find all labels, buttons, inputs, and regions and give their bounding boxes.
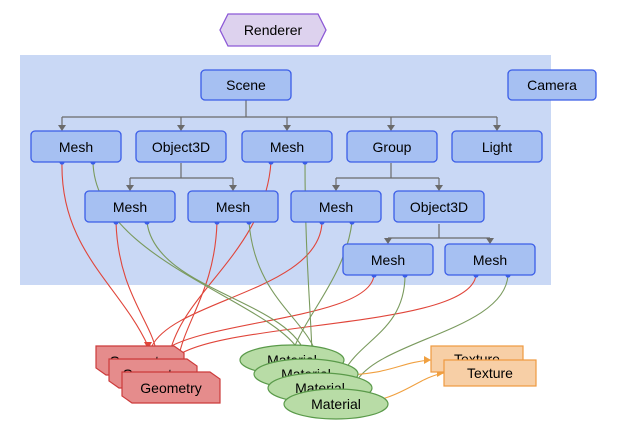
mesh-label: Mesh: [270, 139, 304, 155]
arrowhead: [126, 185, 134, 191]
mesh-label: Mesh: [216, 199, 250, 215]
arrowhead: [435, 185, 443, 191]
link-mesh-d-geometry: [177, 221, 218, 361]
arrowhead: [332, 185, 340, 191]
link-mesh-f-material: [343, 274, 406, 373]
link-mesh-e-geometry: [151, 221, 323, 347]
arrowhead: [58, 125, 66, 131]
texture-stack: Texture Texture: [430, 345, 537, 387]
mesh-label: Mesh: [113, 199, 147, 215]
scene-label: Scene: [226, 77, 266, 93]
object3d-node[interactable]: Object3D: [135, 130, 227, 163]
mesh-label: Mesh: [59, 139, 93, 155]
group-label: Group: [373, 139, 412, 155]
link-mesh-c-geometry: [115, 221, 157, 351]
arrowhead: [177, 125, 185, 131]
texture-label: Texture: [467, 365, 513, 381]
material-label: Material: [311, 396, 361, 412]
object3d-node[interactable]: Object3D: [393, 190, 485, 223]
mesh-node[interactable]: Mesh: [290, 190, 382, 223]
geometry-node[interactable]: Geometry: [121, 371, 221, 404]
mesh-label: Mesh: [473, 252, 507, 268]
tree-arrowheads: [58, 125, 501, 244]
camera-node[interactable]: Camera: [507, 69, 597, 101]
link-mesh-a-geometry: [61, 161, 149, 347]
link-mesh-g-material: [355, 274, 509, 383]
arrowhead: [384, 238, 392, 244]
arrowhead: [283, 125, 291, 131]
mesh-label: Mesh: [319, 199, 353, 215]
link-mesh-f-geometry: [161, 274, 375, 353]
group-node[interactable]: Group: [346, 130, 438, 163]
mesh-node[interactable]: Mesh: [241, 130, 333, 163]
camera-label: Camera: [527, 77, 577, 93]
texture-node[interactable]: Texture: [443, 359, 537, 387]
tree-connectors: [61, 100, 498, 243]
mesh-label: Mesh: [371, 252, 405, 268]
mesh-node[interactable]: Mesh: [444, 243, 536, 276]
renderer-label: Renderer: [244, 22, 303, 38]
mesh-node[interactable]: Mesh: [30, 130, 122, 163]
light-node[interactable]: Light: [451, 130, 543, 163]
object3d-label: Object3D: [410, 199, 468, 215]
connector-object3d-children: [129, 163, 234, 189]
link-mesh-g-geometry: [171, 274, 477, 361]
material-stack: Material Material Material Material: [239, 344, 389, 420]
mesh-node[interactable]: Mesh: [342, 243, 434, 276]
renderer-hexagon: [219, 13, 327, 47]
arrowhead: [486, 238, 494, 244]
arrowhead: [424, 356, 431, 364]
scene-node[interactable]: Scene: [200, 69, 292, 101]
connector-group-children: [335, 163, 440, 189]
connector-object3d-b-children: [387, 224, 491, 243]
object3d-label: Object3D: [152, 139, 210, 155]
mesh-node[interactable]: Mesh: [84, 190, 176, 223]
arrowhead: [493, 125, 501, 131]
link-mesh-c-material: [146, 221, 307, 357]
connector-scene-children: [61, 100, 498, 129]
renderer-node[interactable]: Renderer: [219, 13, 327, 47]
material-node[interactable]: Material: [283, 388, 389, 420]
mesh-node[interactable]: Mesh: [187, 190, 279, 223]
geometry-label: Geometry: [140, 380, 201, 396]
arrowhead: [387, 125, 395, 131]
arrowhead: [229, 185, 237, 191]
light-label: Light: [482, 139, 512, 155]
geometry-stack: Geometry Geometry Geometry: [95, 345, 221, 404]
